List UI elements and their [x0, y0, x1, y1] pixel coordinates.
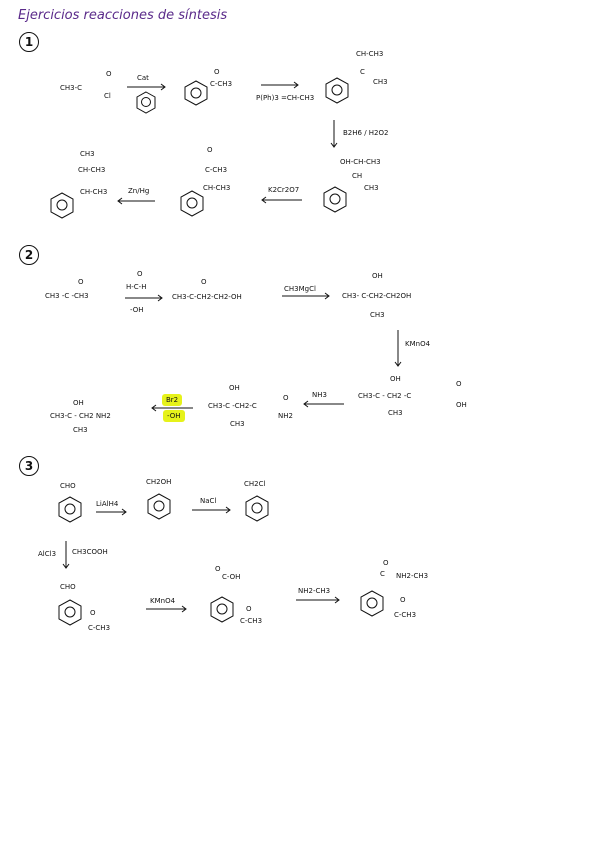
- benzene-ring: [147, 493, 171, 520]
- s2-p4-ch3: CH3: [230, 420, 245, 428]
- s3-p1: CH2OH: [146, 478, 172, 486]
- s3-p5-n: NH2-CH3: [396, 572, 429, 580]
- s1-p2a: CH-CH3: [356, 50, 384, 58]
- s2-r1-o: O: [78, 278, 84, 286]
- s2-p1-o: O: [201, 278, 207, 286]
- s2-reagent-kmno4: KMnO4: [405, 340, 431, 348]
- s3-reagent-lialh4: LiAlH4: [96, 500, 119, 508]
- benzene-ring: [184, 80, 208, 106]
- s3-p2: CH2Cl: [244, 480, 266, 488]
- s2-reag1-o: O: [137, 270, 143, 278]
- s1-r1: CH3-C: [60, 84, 83, 92]
- benzene-ring: [136, 91, 156, 114]
- s1-reagent-wittig: P(Ph)3 =CH-CH3: [256, 94, 315, 102]
- s3-p3a: CHO: [60, 583, 76, 591]
- s3-reagent-kmno4: KMnO4: [150, 597, 176, 605]
- s3-p5b: C-CH3: [394, 611, 417, 619]
- s1-p4a: C-CH3: [205, 166, 228, 174]
- s2-reag1a: H-C-H: [126, 283, 147, 291]
- s3-p5-o: O: [383, 559, 389, 567]
- s1-r1-cl: Cl: [104, 92, 111, 100]
- s3-reagent-nacl: NaCl: [200, 497, 217, 505]
- s3-reagent-acetic: CH3COOH: [72, 548, 108, 556]
- s1-p1-o: O: [214, 68, 220, 76]
- s3-p3b: C-CH3: [88, 624, 111, 632]
- s1-p2c: CH3: [373, 78, 388, 86]
- s2-p5-ch3: CH3: [73, 426, 88, 434]
- s1-p4b: CH-CH3: [203, 184, 231, 192]
- benzene-ring: [58, 599, 82, 626]
- s2-reagent-oh: -OH: [163, 410, 185, 422]
- s1-p1: C-CH3: [210, 80, 233, 88]
- s1-p3b: CH: [352, 172, 363, 180]
- s2-p4-oh: OH: [229, 384, 240, 392]
- benzene-ring: [210, 596, 234, 623]
- benzene-ring: [325, 77, 349, 104]
- s1-reagent-dichromate: K2Cr2O7: [268, 186, 300, 194]
- section-number: 3: [19, 456, 39, 476]
- s2-p1: CH3-C-CH2-CH2-OH: [172, 293, 242, 301]
- s1-p4-o: O: [207, 146, 213, 154]
- benzene-ring: [180, 190, 204, 217]
- s2-reagent-nh3: NH3: [312, 391, 327, 399]
- s2-p2-oh: OH: [372, 272, 383, 280]
- benzene-ring: [360, 590, 384, 617]
- section-number: 2: [19, 245, 39, 265]
- s3-r1: CHO: [60, 482, 76, 490]
- s1-p5a: CH3: [80, 150, 95, 158]
- page-title: Ejercicios reacciones de síntesis: [18, 8, 228, 23]
- s2-p3-oh2: OH: [456, 401, 467, 409]
- benzene-ring: [323, 186, 347, 213]
- s1-p5b: CH-CH3: [78, 166, 106, 174]
- s2-p5: CH3-C - CH2 NH2: [50, 412, 111, 420]
- s2-p5-oh: OH: [73, 399, 84, 407]
- s2-p4: CH3-C -CH2-C: [208, 402, 257, 410]
- s2-reagent-grignard: CH3MgCl: [284, 285, 316, 293]
- s3-p4-o2: O: [246, 605, 252, 613]
- s1-reagent-cat: Cat: [137, 74, 149, 82]
- s3-p4a: C-OH: [222, 573, 241, 581]
- s3-p5-o2: O: [400, 596, 406, 604]
- benzene-ring: [58, 496, 82, 523]
- s2-p3-o: O: [456, 380, 462, 388]
- section-number: 1: [19, 32, 39, 52]
- s1-p3c: CH3: [364, 184, 379, 192]
- s1-reagent-hydroboration: B2H6 / H2O2: [343, 129, 389, 137]
- s3-reagent-methylamine: NH2-CH3: [298, 587, 331, 595]
- s2-p2-ch3: CH3: [370, 311, 385, 319]
- s1-p2b: C: [360, 68, 365, 76]
- s3-p3-o: O: [90, 609, 96, 617]
- s2-p2: CH3- C-CH2-CH2OH: [342, 292, 412, 300]
- s1-p3a: OH-CH-CH3: [340, 158, 381, 166]
- s2-p4-nh2: NH2: [278, 412, 293, 420]
- benzene-ring: [50, 192, 74, 219]
- s2-r1: CH3 -C -CH3: [45, 292, 89, 300]
- s2-p4-o: O: [283, 394, 289, 402]
- s1-p5c: CH-CH3: [80, 188, 108, 196]
- s1-reagent-clemmensen: Zn/Hg: [128, 187, 150, 195]
- s2-p3: CH3-C - CH2 -C: [358, 392, 412, 400]
- s2-p3-ch3: CH3: [388, 409, 403, 417]
- s2-reag1b: -OH: [130, 306, 144, 314]
- s1-r1-o: O: [106, 70, 112, 78]
- s3-p5a: C: [380, 570, 385, 578]
- s2-reagent-br2: Br2: [162, 394, 183, 406]
- s3-reagent-alcl3: AlCl3: [38, 550, 57, 558]
- s2-p3-oh: OH: [390, 375, 401, 383]
- s3-p4b: C-CH3: [240, 617, 263, 625]
- benzene-ring: [245, 495, 269, 522]
- s3-p4-o: O: [215, 565, 221, 573]
